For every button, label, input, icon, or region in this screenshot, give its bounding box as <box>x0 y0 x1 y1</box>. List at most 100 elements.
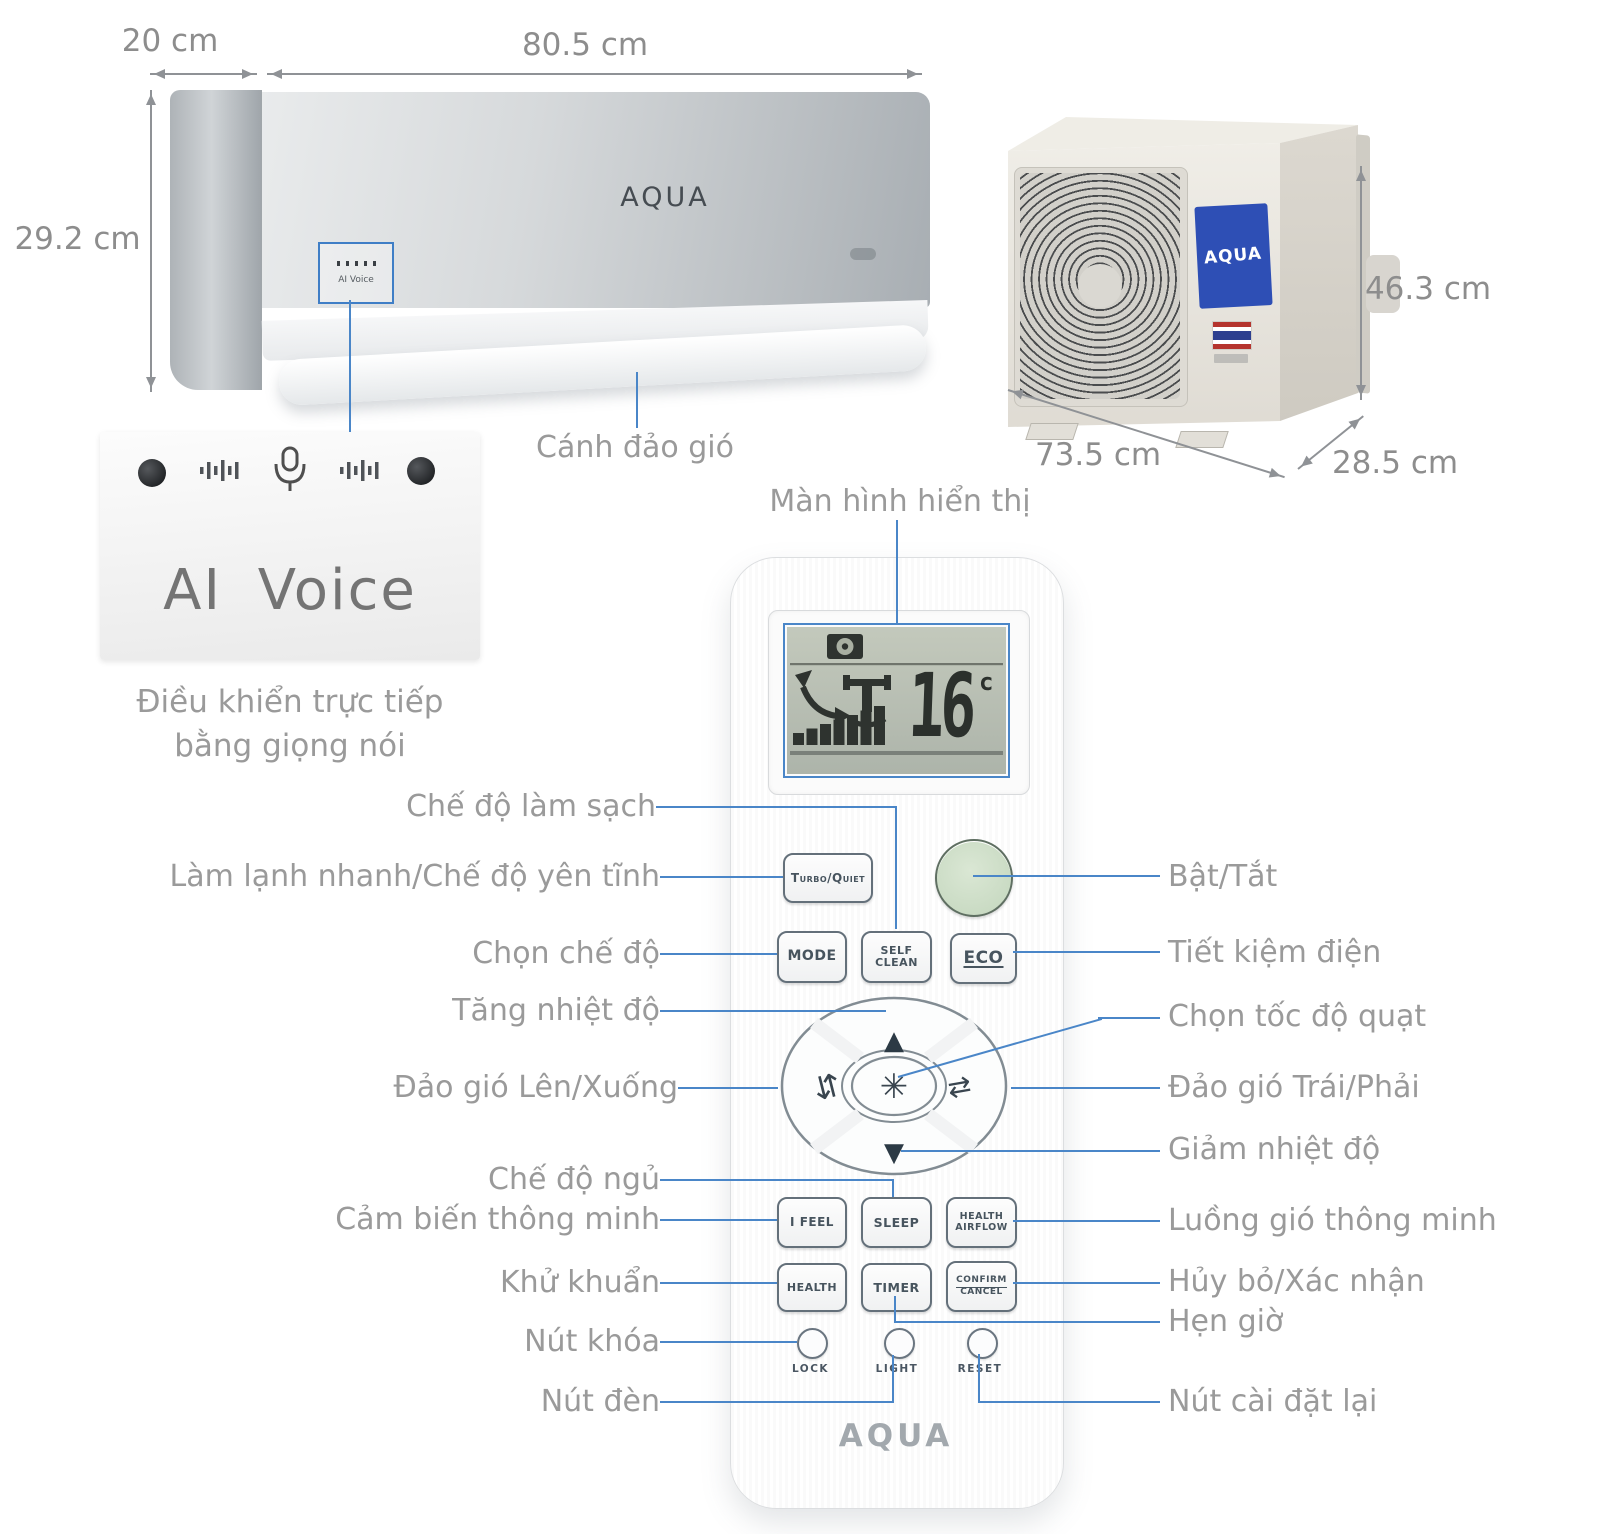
lcd-fan-speed-bars <box>793 706 885 745</box>
callout-label-health: Khử khuẩn <box>499 1265 660 1300</box>
outdoor-brand: AQUA <box>1203 243 1264 269</box>
confirm-label: CONFIRM <box>956 1275 1007 1288</box>
dim-indoor-depth: 20 cm <box>121 23 219 59</box>
callout-label-health-airflow: Luồng gió thông minh <box>1168 1203 1497 1238</box>
lock-button <box>797 1328 828 1359</box>
thailand-flag-icon <box>1212 321 1252 350</box>
callout-line <box>892 1355 894 1403</box>
power-button <box>935 839 1013 917</box>
voice-icons <box>200 446 379 491</box>
lcd-icons <box>790 634 1003 755</box>
ai-voice-indicator-box: AI Voice <box>318 242 394 304</box>
sleep-label: SLEEP <box>873 1214 920 1230</box>
callout-line-ai-box <box>349 300 351 432</box>
callout-label-light: Nút đèn <box>540 1384 660 1419</box>
callout-line <box>678 1087 778 1089</box>
microphone-icon <box>274 446 306 491</box>
sleep-button: SLEEP <box>861 1197 932 1248</box>
callout-line <box>660 876 783 878</box>
flap-callout-label: Cánh đảo gió <box>536 430 734 465</box>
callout-line <box>1098 1017 1160 1019</box>
callout-line <box>660 1179 894 1181</box>
callout-label-reset: Nút cài đặt lại <box>1168 1384 1378 1419</box>
callout-label-confirm-cancel: Hủy bỏ/Xác nhận <box>1168 1264 1425 1299</box>
indoor-unit-left-cap <box>170 90 262 390</box>
fan-hub <box>1078 264 1122 308</box>
remote-lcd <box>787 627 1006 774</box>
self-clean-label-1: SELF <box>880 944 913 958</box>
callout-line <box>660 1010 886 1012</box>
timer-button: TIMER <box>861 1263 932 1312</box>
dim-outdoor-height: 46.3 cm <box>1364 271 1492 307</box>
callout-line <box>894 1296 896 1323</box>
callout-line <box>1013 1220 1160 1222</box>
lcd-temperature-unit: c <box>979 668 994 696</box>
display-callout-label: Màn hình hiển thị <box>769 484 1031 519</box>
callout-line <box>1013 1282 1160 1284</box>
callout-label-lock: Nút khóa <box>524 1324 660 1359</box>
lcd-separator <box>790 663 1003 666</box>
confirm-cancel-button: CONFIRM CANCEL <box>946 1261 1017 1312</box>
dim-arrow-indoor-height <box>146 90 156 392</box>
dim-arrow-indoor-depth <box>150 69 257 79</box>
lcd-baseline <box>790 751 1003 755</box>
dpad: ▲ ▼ ⇵ ⇄ ✳ <box>780 996 1008 1176</box>
outdoor-unit-side-face <box>1280 125 1358 421</box>
callout-label-turbo-quiet: Làm lạnh nhanh/Chế độ yên tĩnh <box>169 859 660 894</box>
temp-down-icon: ▼ <box>884 1138 904 1168</box>
callout-label-timer: Hẹn giờ <box>1168 1304 1284 1339</box>
health-airflow-button: HEALTH AIRFLOW <box>946 1197 1017 1248</box>
remote-brand: AQUA <box>838 1418 954 1454</box>
callout-line-flap <box>636 372 638 428</box>
ai-voice-caption-line2: bằng giọng nói <box>174 728 406 765</box>
health-button: HEALTH <box>777 1263 847 1312</box>
callout-line <box>660 1341 797 1343</box>
self-clean-button: SELF CLEAN <box>861 931 932 983</box>
health-airflow-label-2: AIRFLOW <box>955 1221 1008 1233</box>
outdoor-valve <box>1366 255 1400 313</box>
callout-label-swing-updown: Đảo gió Lên/Xuống <box>393 1070 678 1105</box>
callout-label-fan-speed: Chọn tốc độ quạt <box>1168 999 1427 1034</box>
callout-label-sleep: Chế độ ngủ <box>488 1162 660 1197</box>
dim-indoor-width: 80.5 cm <box>521 27 649 63</box>
callout-label-eco: Tiết kiệm điện <box>1168 935 1382 970</box>
turbo-quiet-button: Turbo/Quiet <box>783 853 873 903</box>
lcd-temperature: 16 <box>906 654 975 757</box>
health-label: HEALTH <box>786 1280 838 1294</box>
cancel-label: CANCEL <box>960 1286 1003 1297</box>
ai-voice-caption: Điều khiển trực tiếp bằng giọng nói <box>95 680 485 768</box>
callout-line <box>660 1282 777 1284</box>
soundwave-left-icon <box>200 460 239 481</box>
callout-label-mode: Chọn chế độ <box>472 936 660 971</box>
callout-line <box>894 1321 1160 1323</box>
callout-line <box>973 875 1160 877</box>
light-button-label: LIGHT <box>875 1363 919 1375</box>
outdoor-brand-panel: AQUA <box>1194 203 1273 309</box>
temp-up-icon: ▲ <box>884 1026 904 1056</box>
dim-outdoor-depth: 28.5 cm <box>1331 445 1459 481</box>
callout-label-i-feel: Cảm biến thông minh <box>335 1202 660 1237</box>
timer-label: TIMER <box>873 1279 920 1295</box>
indicator-dots-icon <box>336 261 376 266</box>
lcd-fan-mode-icon <box>827 634 863 659</box>
dim-arrow-indoor-width <box>267 69 922 79</box>
lcd-swing-arrow-icon <box>795 670 851 724</box>
callout-line <box>895 806 897 929</box>
callout-label-self-clean: Chế độ làm sạch <box>406 789 656 824</box>
swing-horizontal-icon: ⇄ <box>945 1068 974 1105</box>
callout-line <box>901 1150 1160 1152</box>
callout-line <box>660 1219 777 1221</box>
i-feel-button: I FEEL <box>777 1197 847 1248</box>
indoor-unit-badge-icon <box>850 248 876 260</box>
ai-voice-title: AI Voice <box>163 558 417 623</box>
flag-caption-placeholder <box>1214 354 1248 363</box>
callout-line <box>660 953 777 955</box>
mode-label: MODE <box>787 948 837 965</box>
indoor-unit-brand: AQUA <box>620 182 710 213</box>
dim-arrow-outdoor-height <box>1356 166 1366 400</box>
callout-line-display <box>896 520 898 624</box>
dim-outdoor-width: 73.5 cm <box>1034 437 1162 473</box>
soundwave-right-icon <box>340 460 379 481</box>
callout-label-power: Bật/Tắt <box>1168 859 1278 894</box>
light-button <box>884 1328 915 1359</box>
